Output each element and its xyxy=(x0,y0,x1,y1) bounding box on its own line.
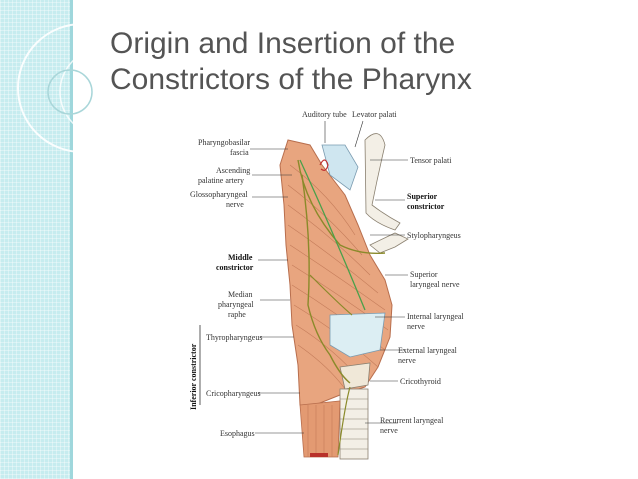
label-tensor-palati: Tensor palati xyxy=(410,156,452,165)
styloid-process xyxy=(364,133,401,231)
label-ascending-palatine: Ascending xyxy=(216,166,250,175)
label-superior-constrictor: Superior xyxy=(407,192,438,201)
label-middle-constrictor-2: constrictor xyxy=(216,263,254,272)
label-glossopharyngeal-2: nerve xyxy=(226,200,244,209)
slide-title-line-2: Constrictors of the Pharynx xyxy=(110,63,472,96)
label-auditory-tube: Auditory tube xyxy=(302,110,347,119)
label-thyropharyngeus: Thyropharyngeus xyxy=(206,333,262,342)
esophagus-base-mark xyxy=(310,453,328,457)
label-inferior-constrictor: Inferior constrictor xyxy=(189,343,198,410)
label-median-raphe-3: raphe xyxy=(228,310,246,319)
ascending-palatine-artery-line xyxy=(299,159,366,311)
thyroid-cartilage xyxy=(329,312,386,358)
leader-lines xyxy=(250,120,408,434)
pharynx-constrictors-diagram: Auditory tube Levator palati Pharyngobas… xyxy=(189,110,464,460)
label-levator-palati: Levator palati xyxy=(352,110,397,119)
label-cricothyroid: Cricothyroid xyxy=(400,377,441,386)
label-pharyngobasilar-fascia: Pharyngobasilar xyxy=(198,138,250,147)
label-cricopharyngeus: Cricopharyngeus xyxy=(206,389,261,398)
side-strip-edge xyxy=(70,0,73,479)
label-external-laryngeal-2: nerve xyxy=(398,356,416,365)
recurrent-laryngeal-nerve-line xyxy=(337,386,351,456)
slide-title: Origin and Insertion of the Constrictors… xyxy=(110,26,472,98)
slide-title-line-1: Origin and Insertion of the xyxy=(110,27,456,60)
superior-laryngeal-nerve-line xyxy=(301,174,351,384)
esophagus-tube xyxy=(299,400,341,458)
label-internal-laryngeal: Internal laryngeal xyxy=(407,312,464,321)
auditory-tube-cartilage xyxy=(321,144,359,191)
esophagus-fibers xyxy=(307,405,333,457)
label-superior-laryngeal: Superior xyxy=(410,270,438,279)
label-external-laryngeal: External laryngeal xyxy=(398,346,458,355)
label-recurrent-laryngeal-2: nerve xyxy=(380,426,398,435)
label-pharyngobasilar-fascia-2: fascia xyxy=(230,148,249,157)
label-glossopharyngeal: Glossopharyngeal xyxy=(190,190,249,199)
label-esophagus: Esophagus xyxy=(220,429,255,438)
label-median-raphe-2: pharyngeal xyxy=(218,300,254,309)
label-superior-constrictor-2: constrictor xyxy=(407,202,445,211)
label-superior-laryngeal-2: laryngeal nerve xyxy=(410,280,460,289)
label-median-raphe: Median xyxy=(228,290,252,299)
decorative-circles xyxy=(17,23,140,153)
label-middle-constrictor: Middle xyxy=(228,253,253,262)
label-stylopharyngeus: Stylopharyngeus xyxy=(407,231,461,240)
decorative-side-strip xyxy=(0,0,70,479)
label-internal-laryngeal-2: nerve xyxy=(407,322,425,331)
label-ascending-palatine-2: palatine artery xyxy=(198,176,244,185)
internal-laryngeal-nerve-line xyxy=(309,274,353,316)
hyoid-bone xyxy=(369,232,409,254)
trachea xyxy=(339,388,369,460)
label-recurrent-laryngeal: Recurrent laryngeal xyxy=(380,416,444,425)
artery-loop xyxy=(319,159,329,171)
cricoid-cartilage xyxy=(339,362,371,390)
